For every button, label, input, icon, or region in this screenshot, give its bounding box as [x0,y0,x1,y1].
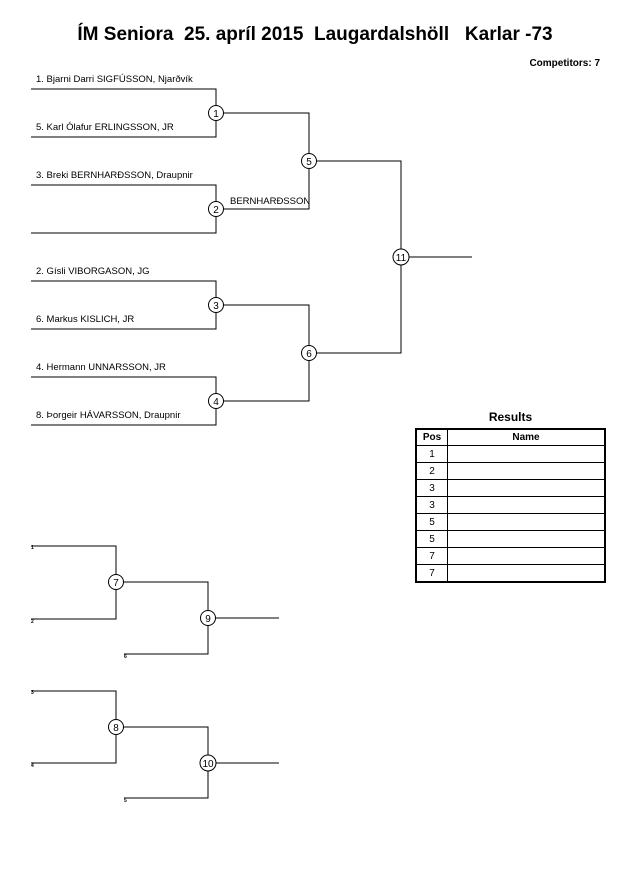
name-column-header: Name [447,428,606,446]
results-table: Pos Name 1 2 3 3 5 5 7 7 [415,428,606,583]
entrant-name: 5. Karl Ólafur ERLINGSSON, JR [36,122,174,133]
name-cell [447,479,606,497]
match-circle [301,345,317,361]
entrant-name: 6. Markus KISLICH, JR [36,314,134,325]
table-row: 1 [415,445,606,463]
pos-cell: 3 [415,479,448,497]
bracket-line [31,545,117,620]
match-number: 6 [306,349,312,360]
match-number: 2 [213,205,219,216]
bracket-line [116,581,209,655]
table-row: 7 [415,564,606,583]
entrant-name: 1. Bjarni Darri SIGFÚSSON, Njarðvík [36,74,193,85]
match-circle [392,248,410,266]
match-circle [208,393,224,409]
name-cell [447,462,606,480]
table-row: 3 [415,496,606,514]
match-circle [208,297,224,313]
match-circle [208,201,224,217]
match-number: 7 [113,578,119,589]
seed-label: 4 [31,763,34,769]
results-title: Results [488,410,533,424]
name-cell [447,547,606,565]
seed-label: 3 [31,690,34,696]
bracket-line [31,690,117,764]
match-number: 4 [213,397,219,408]
bracket-line [216,304,310,402]
match-number: 8 [113,723,119,734]
match-circle [199,754,217,772]
pos-cell: 1 [415,445,448,463]
match-number: 1 [213,109,219,120]
match-number: 11 [396,253,407,264]
match-circle [108,719,124,735]
match-number: 3 [213,301,219,312]
pos-cell: 5 [415,513,448,531]
seed-label: 5 [124,798,127,804]
name-cell [447,530,606,548]
match-number: 5 [306,157,312,168]
bracket-line [309,160,402,354]
table-row: 3 [415,479,606,497]
seed-label: 1 [31,545,34,551]
match-circle [301,153,317,169]
pos-cell: 3 [415,496,448,514]
competitors-count: Competitors: 7 [529,58,600,69]
bracket-line [116,726,209,799]
pos-column-header: Pos [415,428,448,446]
entrant-name: 2. Gísli VIBORGASON, JG [36,266,150,277]
pos-cell: 2 [415,462,448,480]
bracket-line [31,184,217,234]
entrant-name: 8. Þorgeir HÁVARSSON, Draupnir [36,410,181,421]
entrant-name: 4. Hermann UNNARSSON, JR [36,362,166,373]
name-cell [447,445,606,463]
advance-label: BERNHARÐSSON [230,196,310,207]
name-cell [447,496,606,514]
bracket-line [216,112,310,210]
table-row: 5 [415,530,606,548]
match-circle [200,610,216,626]
name-cell [447,513,606,531]
table-row: 2 [415,462,606,480]
match-circle [108,574,124,590]
pos-cell: 7 [415,564,448,583]
pos-cell: 5 [415,530,448,548]
seed-label: 6 [124,654,127,660]
match-number: 9 [205,614,211,625]
entrant-name: 3. Breki BERNHARÐSSON, Draupnir [36,170,193,181]
table-row: 7 [415,547,606,565]
match-circle [208,105,224,121]
results-header-row: Pos Name [415,428,606,446]
page-title: ÍM Seniora 25. apríl 2015 Laugardalshöll… [77,24,553,45]
table-row: 5 [415,513,606,531]
pos-cell: 7 [415,547,448,565]
name-cell [447,564,606,583]
match-number: 10 [202,759,214,770]
seed-label: 2 [31,619,34,625]
